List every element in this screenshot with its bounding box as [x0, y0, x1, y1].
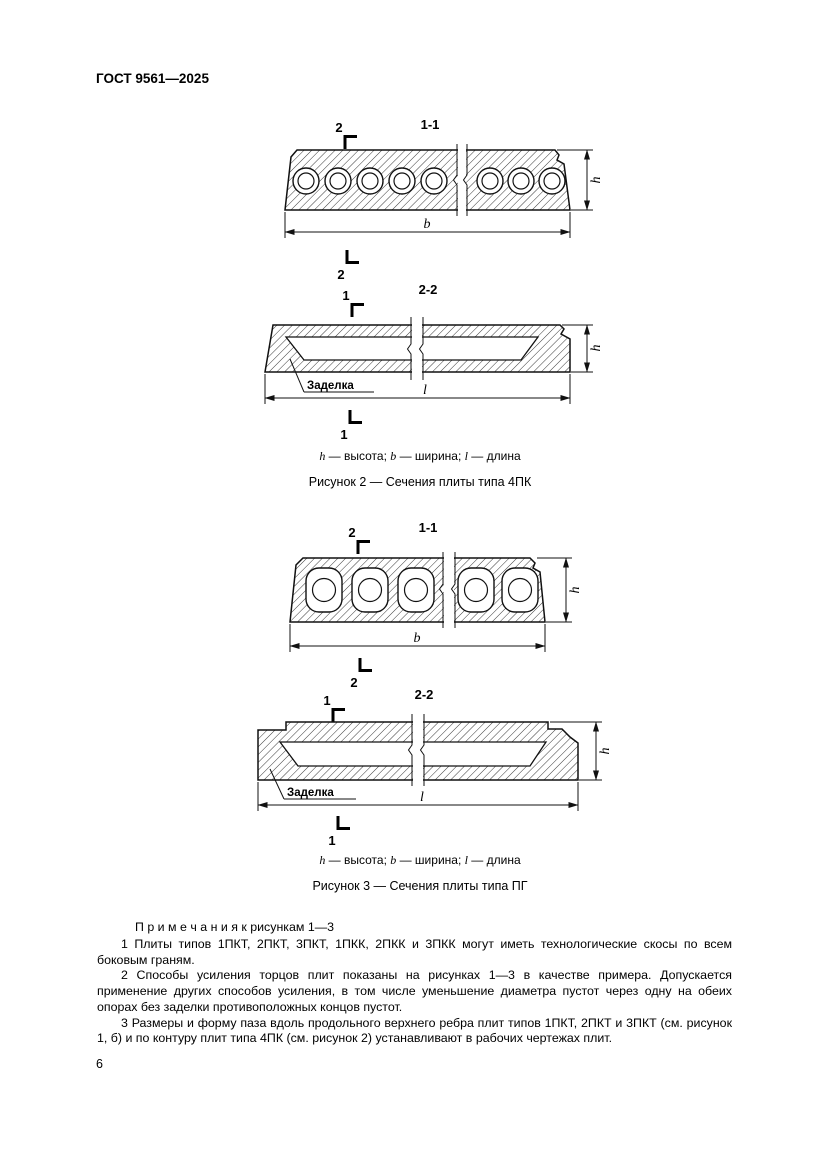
fig3-callout-label: Заделка [287, 787, 334, 799]
fig2-dim-l-label: l [423, 383, 427, 398]
figure-2-drawing: 1-1 2 [264, 117, 604, 442]
legend-h-desc: — высота; [325, 449, 391, 463]
fig2-dim-h-top: h [557, 149, 604, 211]
fig2-dim-l: l [264, 374, 571, 404]
legend-b: b [390, 449, 397, 463]
fig2-void-holes [292, 167, 566, 195]
figure2-legend: h — высота; b — ширина; l — длина [140, 449, 700, 464]
fig3-cut-mark-bottom-label: 2 [350, 675, 357, 690]
figure3-legend: h — высота; b — ширина; l — длина [140, 853, 700, 868]
fig2-cut1-bottom-label: 1 [340, 427, 347, 442]
fig2-callout-label: Заделка [307, 380, 354, 392]
note-item-3: 3 Размеры и форму паза вдоль продольного… [97, 1015, 732, 1046]
notes-heading: П р и м е ч а н и я к рисункам 1—3 [135, 920, 335, 934]
standard-number: ГОСТ 9561—2025 [96, 71, 209, 86]
fig2-break-mark-bottom [406, 317, 424, 380]
legend-b-desc: — ширина; [396, 853, 465, 867]
fig3-cut1-mark-bottom [336, 816, 350, 830]
fig3-long-section: 2-2 1 Заделка l [257, 687, 613, 848]
fig2-cut-mark-top-label: 2 [335, 120, 342, 135]
fig3-dim-h-top: h [537, 557, 583, 623]
fig3-dim-h-top-label: h [568, 587, 583, 594]
fig2-cut-mark-top [343, 135, 357, 149]
fig2-cut-mark-bottom [345, 250, 359, 264]
fig3-callout-leader [269, 768, 356, 800]
figure3-caption: Рисунок 3 — Сечения плиты типа ПГ [312, 879, 528, 893]
notes-block: П р и м е ч а н и я к рисункам 1—3 1 Пли… [97, 920, 732, 1047]
fig2-long-section: 2-2 1 Заделка l [264, 282, 604, 442]
legend-l: l [464, 449, 468, 463]
fig2-cut-mark-bottom-label: 2 [337, 267, 344, 282]
fig3-dim-b-label: b [414, 631, 421, 646]
fig3-void-holes [305, 567, 539, 613]
note-item-2: 2 Способы усиления торцов плит показаны … [97, 968, 732, 1014]
legend-b-desc: — ширина; [396, 449, 465, 463]
fig3-cross-section: 1-1 2 b [289, 520, 583, 690]
fig3-dim-h-bottom-label: h [598, 748, 613, 755]
fig2-dim-h-bottom: h [562, 324, 604, 373]
fig3-break-mark-top [438, 552, 456, 628]
legend-l: l [464, 853, 468, 867]
fig3-dim-b: b [289, 624, 546, 652]
legend-h: h [319, 853, 326, 867]
fig3-cut1-bottom-label: 1 [328, 833, 335, 848]
legend-b: b [390, 853, 397, 867]
fig3-cross-title: 1-1 [419, 520, 438, 535]
fig2-cross-section: 1-1 2 [284, 117, 604, 282]
note-item-1: 1 Плиты типов 1ПКТ, 2ПКТ, 3ПКТ, 1ПКК, 2П… [97, 936, 732, 967]
fig3-dim-l: l [257, 782, 579, 811]
fig3-long-title: 2-2 [415, 687, 434, 702]
fig3-dim-h-bottom: h [550, 721, 613, 781]
legend-l-desc: — длина [467, 449, 521, 463]
fig2-long-title: 2-2 [419, 282, 438, 297]
page-number: 6 [96, 1057, 103, 1071]
fig3-cut-mark-bottom [358, 658, 372, 672]
fig2-cross-title: 1-1 [421, 117, 440, 132]
legend-l-desc: — длина [467, 853, 521, 867]
figure2-caption: Рисунок 2 — Сечения плиты типа 4ПК [308, 475, 532, 489]
legend-h-desc: — высота; [325, 853, 391, 867]
fig2-cut1-mark-bottom [348, 410, 362, 424]
fig3-cut1-top-label: 1 [323, 693, 330, 708]
fig2-dim-h-bottom-label: h [589, 345, 604, 352]
fig2-cut1-top-label: 1 [342, 288, 349, 303]
fig3-cut1-mark-top [331, 708, 345, 722]
fig3-cut-mark-top-label: 2 [348, 525, 355, 540]
fig2-dim-b-label: b [424, 217, 431, 232]
fig3-break-mark-bottom [407, 714, 425, 786]
fig2-dim-b: b [284, 212, 571, 238]
fig2-callout-leader [289, 358, 374, 393]
fig3-cut-mark-top [356, 540, 370, 554]
fig2-cut1-mark-top [350, 303, 364, 317]
fig2-dim-h-top-label: h [589, 177, 604, 184]
legend-h: h [319, 449, 326, 463]
fig3-dim-l-label: l [420, 790, 424, 805]
fig2-break-mark-top [452, 144, 468, 216]
figure-3-drawing: 1-1 2 b [257, 520, 613, 848]
